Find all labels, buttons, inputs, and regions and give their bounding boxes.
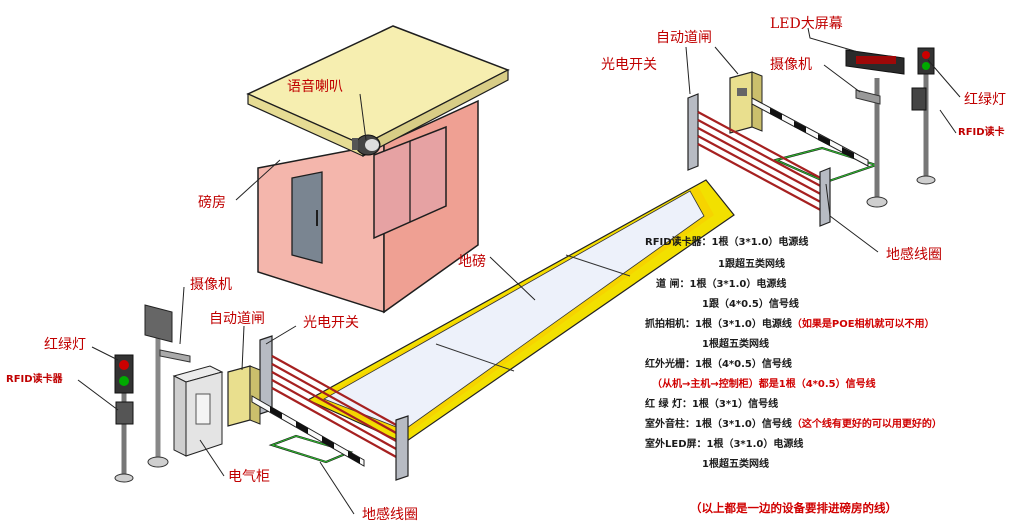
spec-camera-line2: 1根超五类网线 <box>702 339 769 350</box>
spec-rfid-line1: RFID读卡器：1根（3*1.0）电源线 <box>645 237 809 248</box>
label-speaker: 语音喇叭 <box>287 79 343 95</box>
weigh-house-door <box>291 171 323 264</box>
label-rfid-left: RFID读卡器 <box>6 374 63 385</box>
right-barrier-group <box>687 71 869 227</box>
left-barrier-group <box>227 335 409 481</box>
label-traffic-light-right: 红绿灯 <box>964 92 1006 108</box>
label-barrier-right: 自动道闸 <box>656 30 712 46</box>
spec-speaker-text: 室外音柱：1根（3*1.0）信号线 <box>645 419 792 430</box>
spec-grating-line2: （从机→主机→控制柜）都是1根（4*0.5）信号线 <box>652 379 876 390</box>
weighbridge-platform <box>306 179 735 444</box>
label-weigh-house: 磅房 <box>198 195 226 211</box>
spec-light-line1: 红 绿 灯：1根（3*1）信号线 <box>645 399 779 410</box>
label-camera-right: 摄像机 <box>770 57 812 73</box>
right-traffic-light <box>911 47 936 185</box>
footer-note: （以上都是一边的设备要排进磅房的线） <box>690 501 897 515</box>
label-loop-right: 地感线圈 <box>886 247 942 263</box>
label-photo-switch-right: 光电开关 <box>601 57 657 73</box>
left-camera-pole <box>144 304 191 468</box>
speaker-horn <box>352 134 381 156</box>
label-scale: 地磅 <box>458 254 486 270</box>
label-loop-left: 地感线圈 <box>362 507 418 523</box>
label-photo-switch-left: 光电开关 <box>303 315 359 331</box>
label-rfid-right: RFID读卡 <box>958 127 1005 138</box>
spec-speaker-line1: 室外音柱：1根（3*1.0）信号线（这个线有更好的可以用更好的） <box>645 420 942 430</box>
spec-led-line1: 室外LED屏：1根（3*1.0）电源线 <box>645 439 804 450</box>
left-traffic-light <box>114 354 134 483</box>
label-camera-left: 摄像机 <box>190 277 232 293</box>
spec-led-line2: 1根超五类网线 <box>702 459 769 470</box>
spec-camera-line1: 抓拍相机：1根（3*1.0）电源线（如果是POE相机就可以不用） <box>645 320 935 330</box>
label-led-screen: LED大屏幕 <box>770 16 843 32</box>
spec-barrier-line2: 1跟（4*0.5）信号线 <box>702 299 799 310</box>
spec-camera-note: （如果是POE相机就可以不用） <box>791 319 935 330</box>
leader-lines <box>77 27 961 515</box>
label-cabinet: 电气柜 <box>228 469 270 485</box>
spec-speaker-note: （这个线有更好的可以用更好的） <box>791 419 942 430</box>
label-traffic-light-left: 红绿灯 <box>44 337 86 353</box>
electrical-cabinet <box>172 365 224 457</box>
spec-grating-line1: 红外光栅：1根（4*0.5）信号线 <box>645 359 792 370</box>
weigh-house <box>246 25 510 314</box>
spec-rfid-line2: 1跟超五类网线 <box>718 259 785 270</box>
spec-camera-text: 抓拍相机：1根（3*1.0）电源线 <box>645 319 792 330</box>
right-led-pole <box>845 49 905 208</box>
label-barrier-left: 自动道闸 <box>209 311 265 327</box>
spec-barrier-line1: 道 闸：1根（3*1.0）电源线 <box>656 279 787 290</box>
